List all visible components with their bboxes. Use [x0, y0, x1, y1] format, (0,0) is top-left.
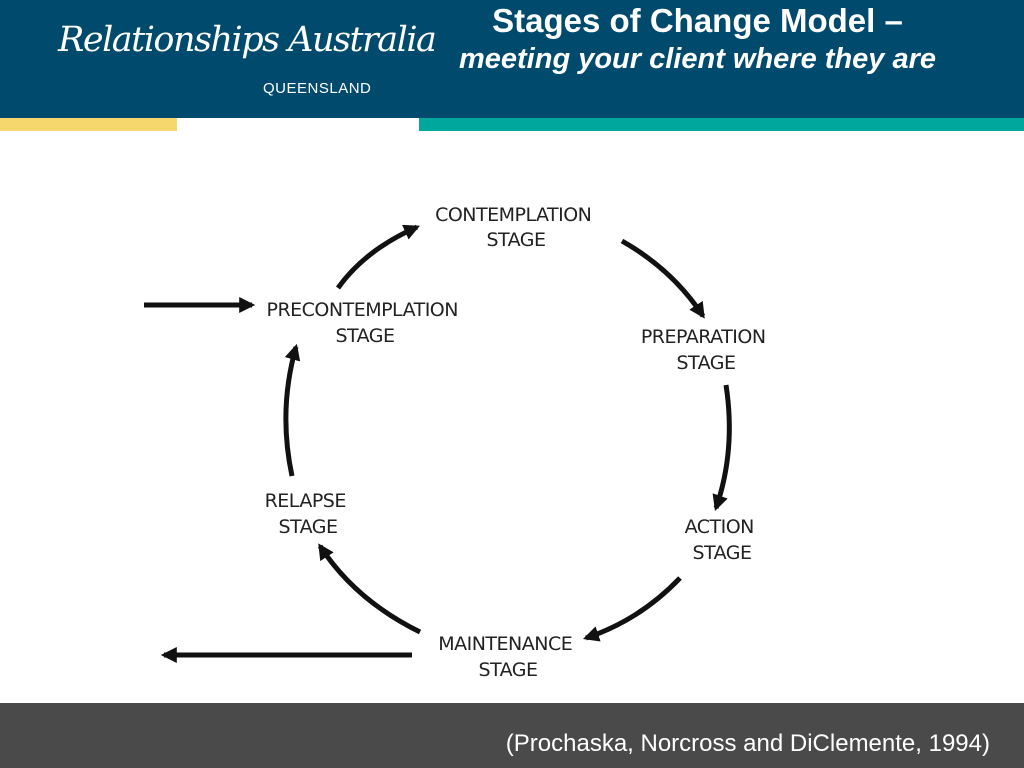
- header-bar: Relationships Australia QUEENSLAND Stage…: [0, 0, 1024, 118]
- title-main: Stages of Change Model –: [492, 2, 903, 39]
- arrow-maintenance-to-relapse: [317, 543, 422, 635]
- arrow-precontemplation-to-contemplation: [335, 224, 420, 290]
- stage-maintenance: MAINTENANCE STAGE: [438, 633, 578, 681]
- stage-contemplation: CONTEMPLATION STAGE: [435, 204, 597, 251]
- arrow-preparation-to-action: [712, 384, 732, 512]
- citation: (Prochaska, Norcross and DiClemente, 199…: [505, 730, 990, 757]
- stage-action: ACTION STAGE: [685, 516, 760, 564]
- title-subtitle: meeting your client where they are: [458, 43, 937, 75]
- arrow-action-to-maintenance: [582, 576, 682, 642]
- logo-subtitle: QUEENSLAND: [263, 80, 372, 97]
- accent-stripe-teal: [419, 118, 1024, 131]
- arrow-relapse-to-precontemplation: [283, 343, 301, 477]
- footer-bar: (Prochaska, Norcross and DiClemente, 199…: [0, 703, 1024, 768]
- arrow-contemplation-to-preparation: [620, 238, 706, 319]
- stage-precontemplation: PRECONTEMPLATION STAGE: [266, 299, 463, 347]
- stage-preparation: PREPARATION STAGE: [641, 326, 771, 374]
- stages-of-change-diagram: CONTEMPLATION STAGE PREPARATION STAGE AC…: [144, 204, 771, 681]
- stage-relapse: RELAPSE STAGE: [265, 490, 352, 538]
- accent-stripe-yellow: [0, 118, 177, 131]
- logo-wordmark: Relationships Australia: [58, 20, 437, 60]
- slide-title: Stages of Change Model – meeting your cl…: [430, 0, 965, 76]
